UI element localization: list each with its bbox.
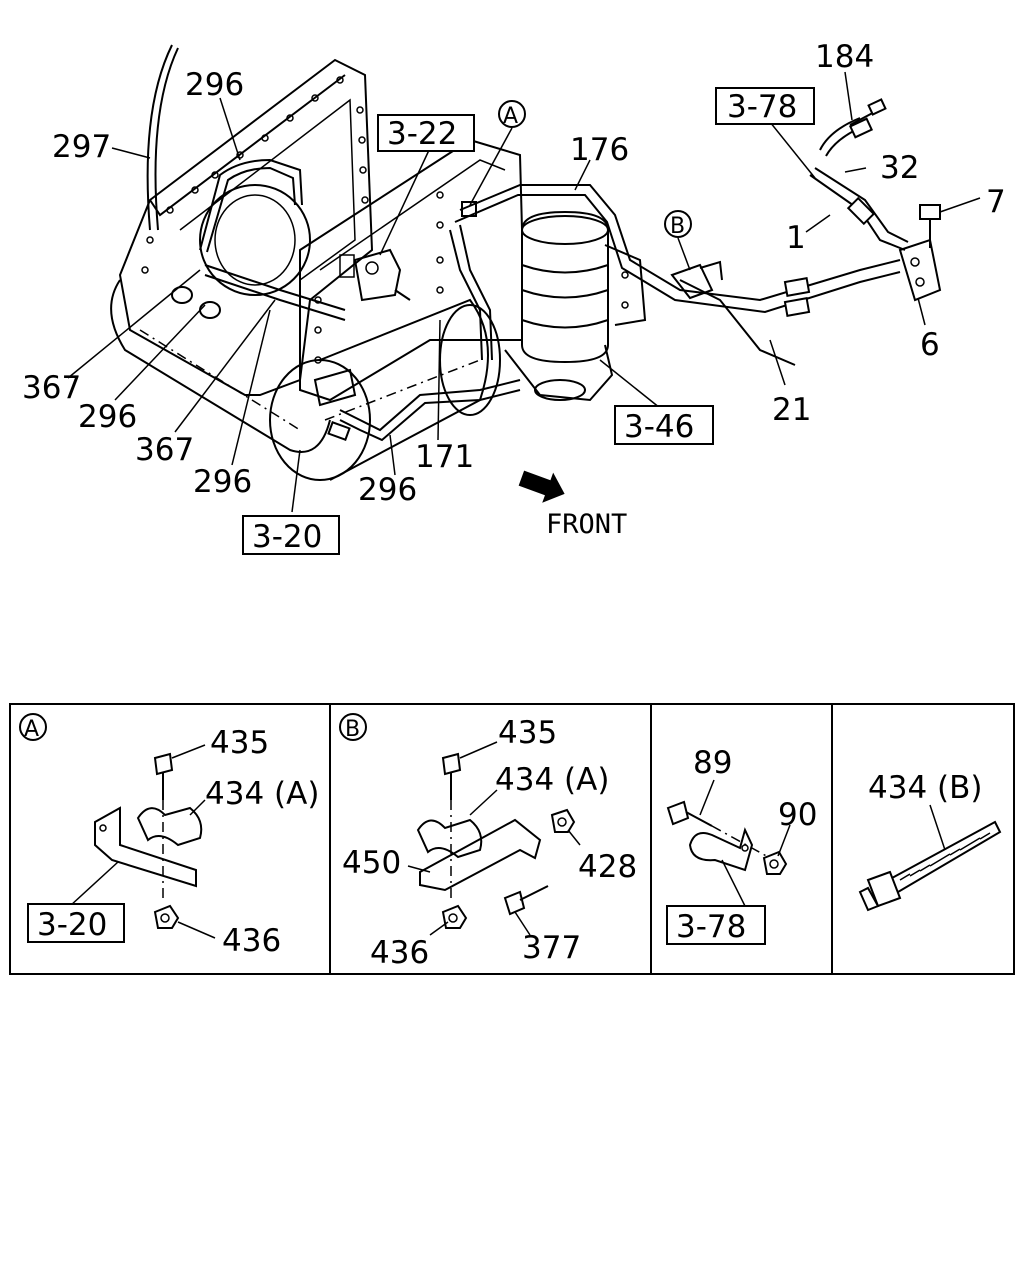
bracket-6 — [898, 238, 942, 302]
part-label-296-top: 296 — [185, 67, 244, 103]
part-label-171: 171 — [415, 439, 474, 475]
part-label-6: 6 — [920, 327, 940, 363]
svg-text:B: B — [345, 717, 360, 742]
clip-bracket-3-78 — [688, 827, 754, 872]
svg-text:434 (A): 434 (A) — [205, 776, 319, 812]
air-tank-left — [110, 279, 331, 453]
frame-holes — [141, 76, 369, 274]
svg-text:436: 436 — [370, 935, 429, 971]
clamp-434a — [136, 806, 203, 847]
bolt-377 — [503, 885, 549, 916]
part-label-1: 1 — [786, 220, 806, 256]
part-label-296-left: 296 — [78, 399, 137, 435]
svg-text:89: 89 — [693, 745, 732, 781]
svg-text:434 (B): 434 (B) — [868, 770, 982, 806]
part-label-7: 7 — [986, 184, 1006, 220]
bolt-7 — [919, 204, 941, 248]
brake-valve — [339, 248, 411, 302]
air-piping — [146, 44, 909, 442]
svg-text:428: 428 — [578, 849, 637, 885]
bracket-a — [94, 806, 197, 888]
part-label-296-bottom: 296 — [358, 472, 417, 508]
svg-text:377: 377 — [522, 930, 581, 966]
front-arrow-icon — [518, 470, 565, 503]
svg-text:435: 435 — [498, 715, 557, 751]
detail-panel-b: B — [339, 713, 637, 971]
part-label-184: 184 — [815, 39, 874, 75]
svg-text:435: 435 — [210, 725, 269, 761]
svg-text:434 (A): 434 (A) — [495, 762, 609, 798]
bracket-450 — [419, 818, 542, 892]
part-label-176: 176 — [570, 132, 629, 168]
part-label-21: 21 — [772, 392, 811, 428]
cable-tie-434b — [858, 820, 1002, 912]
detail-panel-a: A 435 434 (A) 436 — [19, 713, 319, 959]
ref-box-3-20-detail[interactable]: 3-20 — [27, 903, 125, 943]
clip-b — [670, 260, 723, 300]
part-label-32: 32 — [880, 150, 919, 186]
fittings — [327, 98, 887, 441]
clip-a — [461, 201, 477, 217]
part-labels-main: 184 296 297 176 32 7 1 6 21 367 296 367 … — [22, 39, 1006, 540]
bolt-89 — [666, 800, 771, 859]
nut-436-a — [153, 904, 180, 929]
main-assembly-drawing: 184 296 297 176 32 7 1 6 21 367 296 367 … — [22, 39, 1006, 555]
nut-436-b — [441, 904, 468, 929]
ref-box-3-22[interactable]: 3-22 — [377, 114, 475, 152]
ref-box-3-78[interactable]: 3-78 — [715, 87, 815, 125]
svg-text:B: B — [670, 214, 685, 239]
frame-bracket-front — [299, 138, 527, 402]
svg-text:A: A — [503, 104, 518, 129]
circle-ref-a[interactable]: A — [498, 100, 526, 129]
front-label: FRONT — [546, 509, 627, 540]
svg-text:A: A — [24, 717, 39, 742]
part-label-367-mid: 367 — [135, 432, 194, 468]
svg-text:3-22: 3-22 — [387, 116, 457, 152]
svg-text:3-20: 3-20 — [252, 519, 322, 555]
bolt-435-a — [153, 752, 174, 900]
svg-text:90: 90 — [778, 797, 817, 833]
part-label-296-mid: 296 — [193, 464, 252, 500]
part-label-367-left: 367 — [22, 370, 81, 406]
svg-text:450: 450 — [342, 845, 401, 881]
leader-lines — [67, 71, 981, 513]
ref-box-3-78-detail[interactable]: 3-78 — [666, 905, 766, 945]
part-label-297: 297 — [52, 129, 111, 165]
ref-box-3-46[interactable]: 3-46 — [614, 405, 714, 445]
detail-panel-3-78: 89 90 3-78 — [666, 745, 817, 945]
detail-panel-434b: 434 (B) — [858, 770, 1002, 912]
ref-box-3-20[interactable]: 3-20 — [242, 515, 340, 555]
svg-text:436: 436 — [222, 923, 281, 959]
svg-text:3-78: 3-78 — [676, 909, 746, 945]
nut-90 — [762, 850, 788, 875]
svg-text:3-46: 3-46 — [624, 409, 694, 445]
clamp-434a-b — [416, 818, 483, 859]
bolt-435-b — [441, 752, 462, 900]
detail-panels: A 435 434 (A) 436 — [9, 703, 1015, 975]
air-dryer — [504, 210, 647, 402]
circle-ref-b[interactable]: B — [664, 210, 692, 239]
svg-text:3-20: 3-20 — [37, 907, 107, 943]
nut-428 — [550, 808, 576, 833]
svg-text:3-78: 3-78 — [727, 89, 797, 125]
